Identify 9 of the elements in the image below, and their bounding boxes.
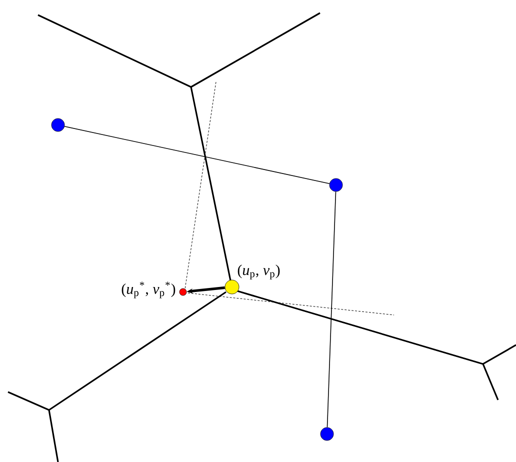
connecting-line (64, 126, 330, 184)
point-dot (320, 427, 334, 441)
point-dot (329, 178, 343, 192)
point-dot (179, 288, 187, 296)
connecting-line (326, 191, 336, 428)
point-label: (u$_{p}$, v$_{p}$) (238, 264, 280, 280)
point-dot (224, 280, 240, 294)
point-dot (51, 118, 65, 132)
point-label: (u$_{p}$$^{*}$, v$_{p}$$^{*}$) (122, 282, 176, 298)
